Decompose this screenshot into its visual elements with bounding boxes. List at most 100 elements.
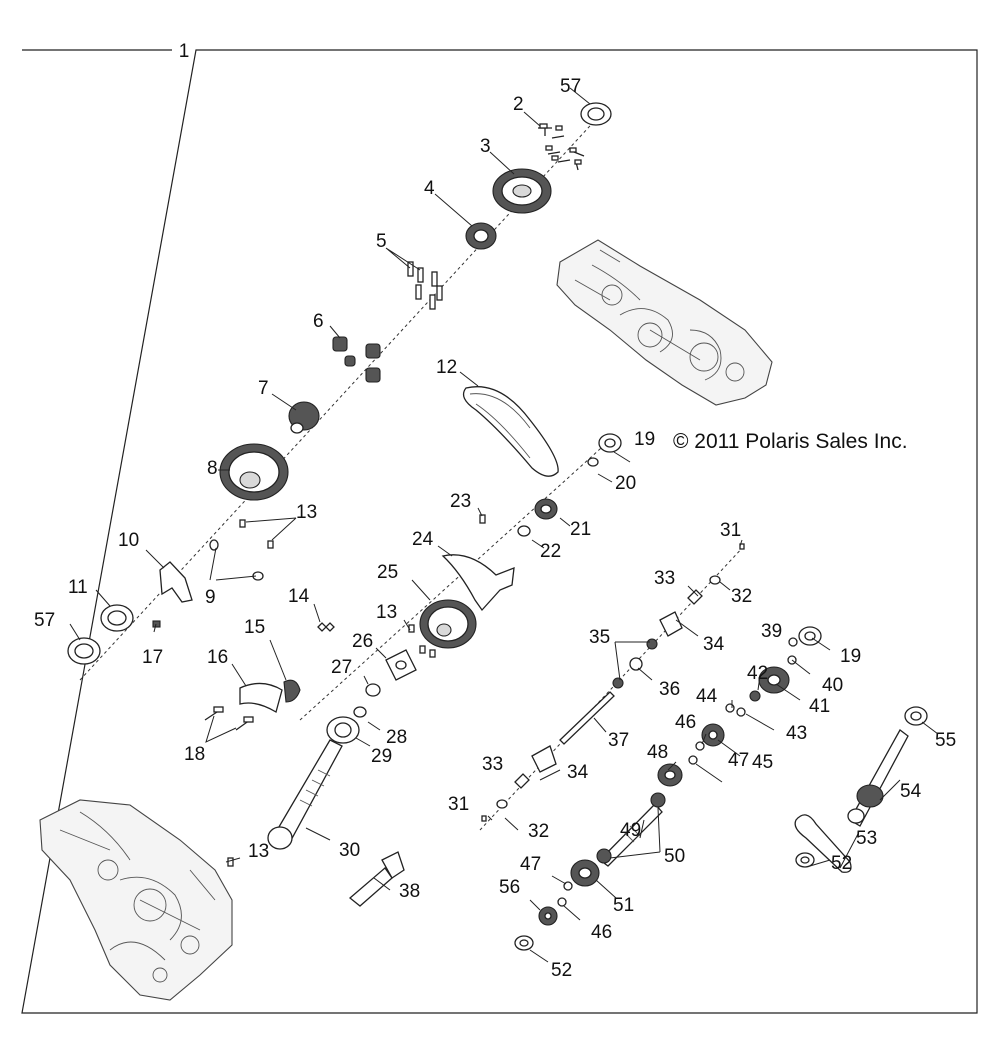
- callout-42: 42: [747, 663, 768, 684]
- shift-fork-10: [159, 561, 193, 603]
- callout-13-b: 13: [376, 602, 397, 623]
- callout-16: 16: [207, 647, 228, 668]
- callout-39: 39: [761, 621, 782, 642]
- secondary-axis: [299, 439, 611, 721]
- callout-28: 28: [386, 727, 407, 748]
- callout-5: 5: [376, 231, 387, 252]
- gear-4: [465, 222, 497, 250]
- hub-7: [288, 401, 320, 434]
- chain-53: [794, 814, 852, 873]
- bearing-29: [326, 716, 360, 744]
- gear-42: [749, 690, 761, 702]
- spring-33-bottom: [514, 773, 530, 789]
- callout-25: 25: [377, 562, 398, 583]
- callout-35: 35: [589, 627, 610, 648]
- callout-49: 49: [620, 820, 641, 841]
- pin-31-top: [739, 543, 745, 550]
- callout-33-bottom: 33: [482, 754, 503, 775]
- ring-47-top: [688, 755, 698, 765]
- callout-21: 21: [570, 519, 591, 540]
- callout-17: 17: [142, 647, 163, 668]
- callout-12: 12: [436, 357, 457, 378]
- callout-46-bottom: 46: [591, 922, 612, 943]
- bearing-52-bottom: [514, 935, 534, 951]
- sprocket-21: [534, 498, 558, 520]
- lower-crankcase: [39, 799, 233, 1001]
- belt-12: [462, 386, 559, 477]
- callout-13-a: 13: [296, 502, 317, 523]
- callout-26: 26: [352, 631, 373, 652]
- bearing-55: [904, 706, 928, 726]
- callout-assembly: 1: [179, 41, 190, 62]
- callout-37: 37: [608, 730, 629, 751]
- callout-38: 38: [399, 881, 420, 902]
- ring-39: [788, 637, 798, 647]
- shaft-30: [267, 739, 343, 850]
- fork-34-bottom: [531, 745, 557, 773]
- ring-gear-3: [492, 168, 552, 214]
- fork-34-top: [659, 611, 683, 637]
- callout-46-top: 46: [675, 712, 696, 733]
- lever-38: [348, 851, 405, 907]
- gear-48: [657, 763, 683, 787]
- ring-46-bottom: [557, 897, 567, 907]
- callout-36: 36: [659, 679, 680, 700]
- pin-31-bottom: [481, 815, 487, 822]
- callout-27: 27: [331, 657, 352, 678]
- bearing-19-a: [598, 433, 622, 453]
- assembly-frame: [21, 49, 978, 1014]
- copyright-notice: © 2011 Polaris Sales Inc.: [673, 430, 908, 453]
- gear-36: [629, 657, 643, 671]
- callout-53: 53: [856, 828, 877, 849]
- callout-50: 50: [664, 846, 685, 867]
- callout-31-top: 31: [720, 520, 741, 541]
- plate-26: [385, 649, 417, 681]
- spring-33-top: [687, 589, 703, 605]
- callout-10: 10: [118, 530, 139, 551]
- callout-40: 40: [822, 675, 843, 696]
- callout-11: 11: [68, 577, 88, 598]
- callout-47-bottom: 47: [520, 854, 541, 875]
- clip-15: [283, 679, 301, 703]
- callout-32-bottom: 32: [528, 821, 549, 842]
- callout-15: 15: [244, 617, 265, 638]
- part-17: [152, 620, 161, 628]
- seal-57-top: [580, 102, 612, 126]
- bolts-2: [538, 123, 585, 171]
- callout-57-top: 57: [560, 76, 581, 97]
- callout-55: 55: [935, 730, 956, 751]
- callout-41: 41: [809, 696, 830, 717]
- ring-44: [725, 703, 735, 713]
- gear-41: [758, 666, 790, 694]
- seal-57-bottom: [67, 637, 101, 665]
- callout-52-right: 52: [831, 853, 852, 874]
- shaft-54: [847, 729, 909, 827]
- spring-14: [317, 622, 335, 632]
- upper-crankcase: [556, 239, 773, 406]
- callout-2: 2: [513, 94, 524, 115]
- callout-44: 44: [696, 686, 718, 707]
- callout-32-top: 32: [731, 586, 752, 607]
- bolts-13-a: [239, 519, 274, 549]
- callout-18: 18: [184, 744, 205, 765]
- callout-22: 22: [540, 541, 561, 562]
- rings-35: [612, 638, 658, 689]
- callout-24: 24: [412, 529, 434, 550]
- callout-30: 30: [339, 840, 360, 861]
- callout-56: 56: [499, 877, 520, 898]
- callout-7: 7: [258, 378, 269, 399]
- gear-56: [538, 906, 558, 926]
- bearings-50: [596, 792, 666, 864]
- ring-27: [365, 683, 381, 697]
- callout-45: 45: [752, 752, 773, 773]
- callout-33-top: 33: [654, 568, 675, 589]
- gear-25: [419, 599, 477, 649]
- bearing-52-right: [795, 852, 815, 868]
- callout-48: 48: [647, 742, 668, 763]
- bearing-11: [100, 604, 134, 632]
- callout-8: 8: [207, 458, 218, 479]
- callout-34-bottom: 34: [567, 762, 589, 783]
- callout-20: 20: [615, 473, 636, 494]
- bolt-23: [479, 514, 486, 524]
- callout-34-top: 34: [703, 634, 725, 655]
